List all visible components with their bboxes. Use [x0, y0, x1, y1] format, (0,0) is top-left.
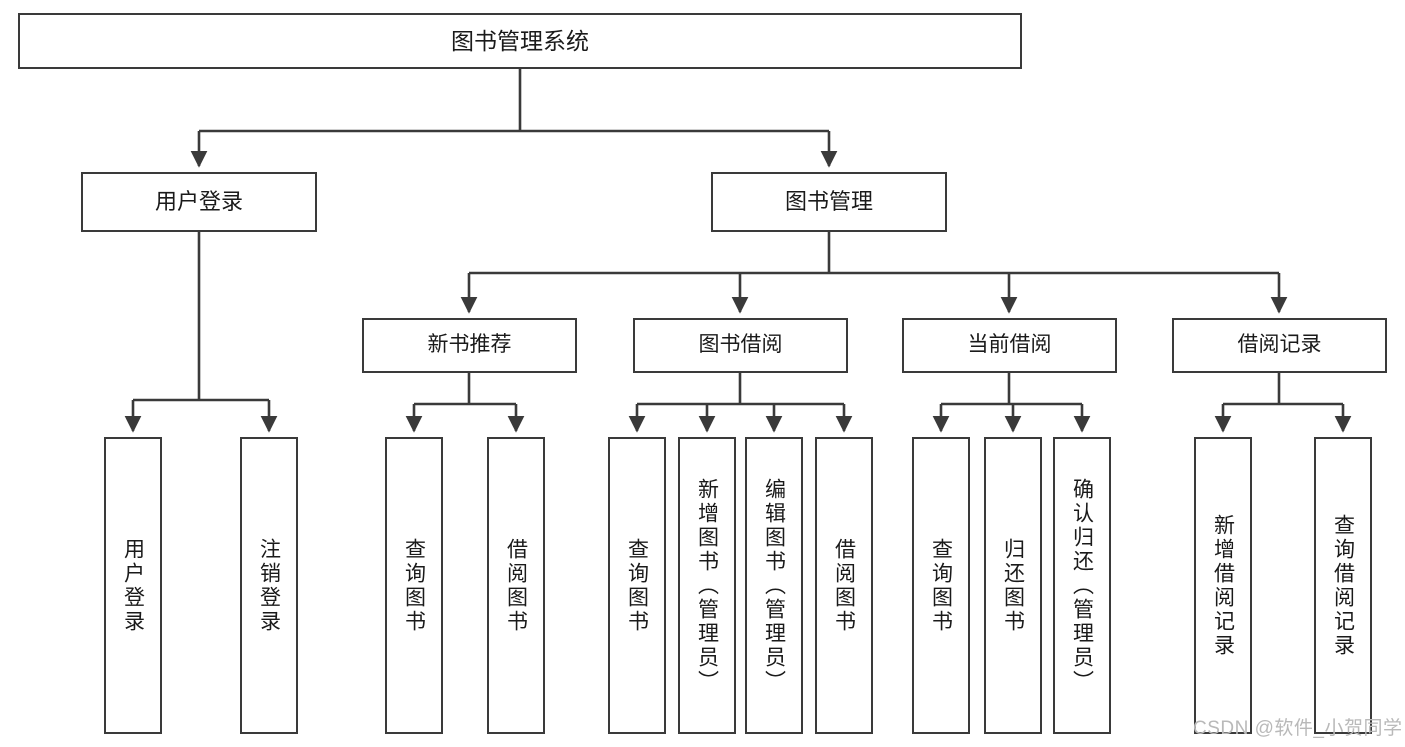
node-user-login-label: 用户登录	[154, 189, 243, 215]
watermark: CSDN @软件_小贺同学	[1193, 718, 1403, 739]
node-book-borrow[interactable]: 图书借阅	[633, 318, 848, 373]
node-leaf-return-book[interactable]: 归还图书	[984, 437, 1042, 734]
node-current-borrow[interactable]: 当前借阅	[902, 318, 1117, 373]
node-leaf-user-login-label: 用户登录	[121, 537, 145, 634]
node-leaf-edit-book-label: 编辑图书（管理员）	[762, 477, 786, 694]
node-book-manage[interactable]: 图书管理	[711, 172, 947, 232]
node-leaf-user-logout-label: 注销登录	[257, 537, 281, 634]
node-leaf-add-book[interactable]: 新增图书（管理员）	[678, 437, 736, 734]
node-leaf-query-record[interactable]: 查询借阅记录	[1314, 437, 1372, 734]
node-user-login[interactable]: 用户登录	[81, 172, 317, 232]
node-leaf-query-book-2-label: 查询图书	[625, 537, 649, 634]
node-book-borrow-label: 图书借阅	[698, 333, 783, 357]
node-leaf-query-book-2[interactable]: 查询图书	[608, 437, 666, 734]
node-leaf-user-logout[interactable]: 注销登录	[240, 437, 298, 734]
node-root[interactable]: 图书管理系统	[18, 13, 1022, 69]
node-leaf-user-login[interactable]: 用户登录	[104, 437, 162, 734]
node-leaf-query-book-3[interactable]: 查询图书	[912, 437, 970, 734]
node-new-book-rec-label: 新书推荐	[427, 333, 512, 357]
node-leaf-query-book-1[interactable]: 查询图书	[385, 437, 443, 734]
node-leaf-add-book-label: 新增图书（管理员）	[695, 477, 719, 694]
node-leaf-borrow-book-1-label: 借阅图书	[504, 537, 528, 634]
node-leaf-query-record-label: 查询借阅记录	[1331, 513, 1355, 658]
node-leaf-confirm-return[interactable]: 确认归还（管理员）	[1053, 437, 1111, 734]
node-borrow-record[interactable]: 借阅记录	[1172, 318, 1387, 373]
node-leaf-query-book-1-label: 查询图书	[402, 537, 426, 634]
node-leaf-confirm-return-label: 确认归还（管理员）	[1070, 477, 1094, 694]
node-current-borrow-label: 当前借阅	[967, 333, 1052, 357]
node-leaf-return-book-label: 归还图书	[1001, 537, 1025, 634]
node-leaf-query-book-3-label: 查询图书	[929, 537, 953, 634]
node-leaf-add-record[interactable]: 新增借阅记录	[1194, 437, 1252, 734]
node-leaf-borrow-book-1[interactable]: 借阅图书	[487, 437, 545, 734]
node-leaf-add-record-label: 新增借阅记录	[1211, 513, 1235, 658]
node-root-label: 图书管理系统	[451, 27, 589, 54]
node-leaf-borrow-book-2-label: 借阅图书	[832, 537, 856, 634]
node-book-manage-label: 图书管理	[784, 189, 873, 215]
node-borrow-record-label: 借阅记录	[1237, 333, 1322, 357]
node-leaf-borrow-book-2[interactable]: 借阅图书	[815, 437, 873, 734]
node-leaf-edit-book[interactable]: 编辑图书（管理员）	[745, 437, 803, 734]
node-new-book-rec[interactable]: 新书推荐	[362, 318, 577, 373]
